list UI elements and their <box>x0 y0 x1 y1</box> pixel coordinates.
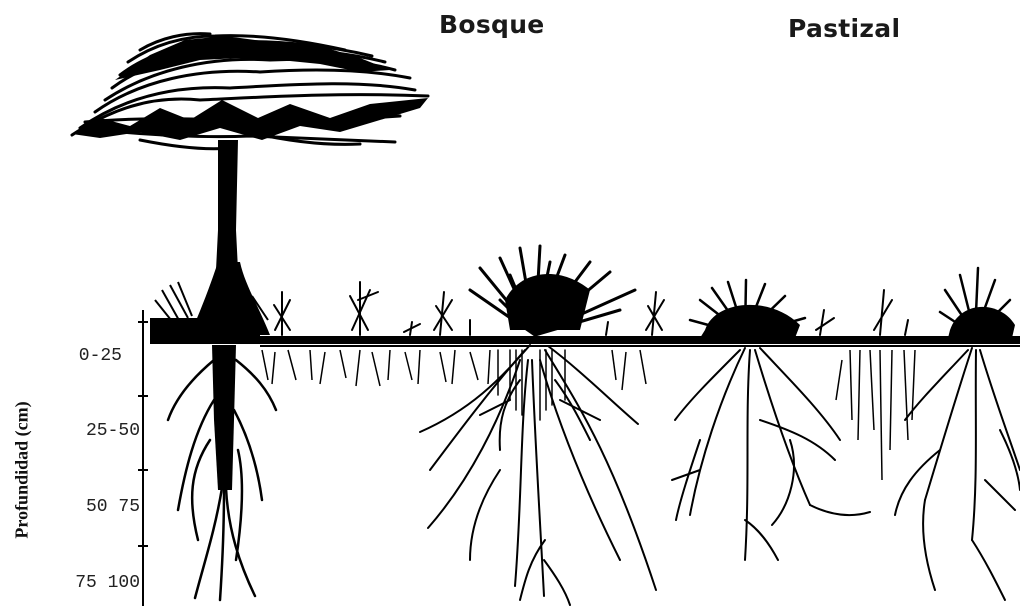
title-pastizal: Pastizal <box>788 14 900 43</box>
depth-label-50-75: 50 75 <box>30 497 140 517</box>
depth-axis-title: Profundidad (cm) <box>12 401 33 538</box>
grass-clump-1 <box>672 280 870 560</box>
depth-axis <box>138 310 148 606</box>
depth-label-75-100: 75 100 <box>30 573 140 593</box>
ground-line <box>150 318 1020 346</box>
grass-clump-2 <box>895 268 1020 600</box>
middle-grass-roots <box>836 350 915 480</box>
title-bosque: Bosque <box>439 10 545 39</box>
shallow-roots <box>262 350 646 390</box>
depth-label-0-25: 0-25 <box>12 346 122 366</box>
depth-label-25-50: 25-50 <box>30 421 140 441</box>
forest-shrub <box>420 246 656 605</box>
